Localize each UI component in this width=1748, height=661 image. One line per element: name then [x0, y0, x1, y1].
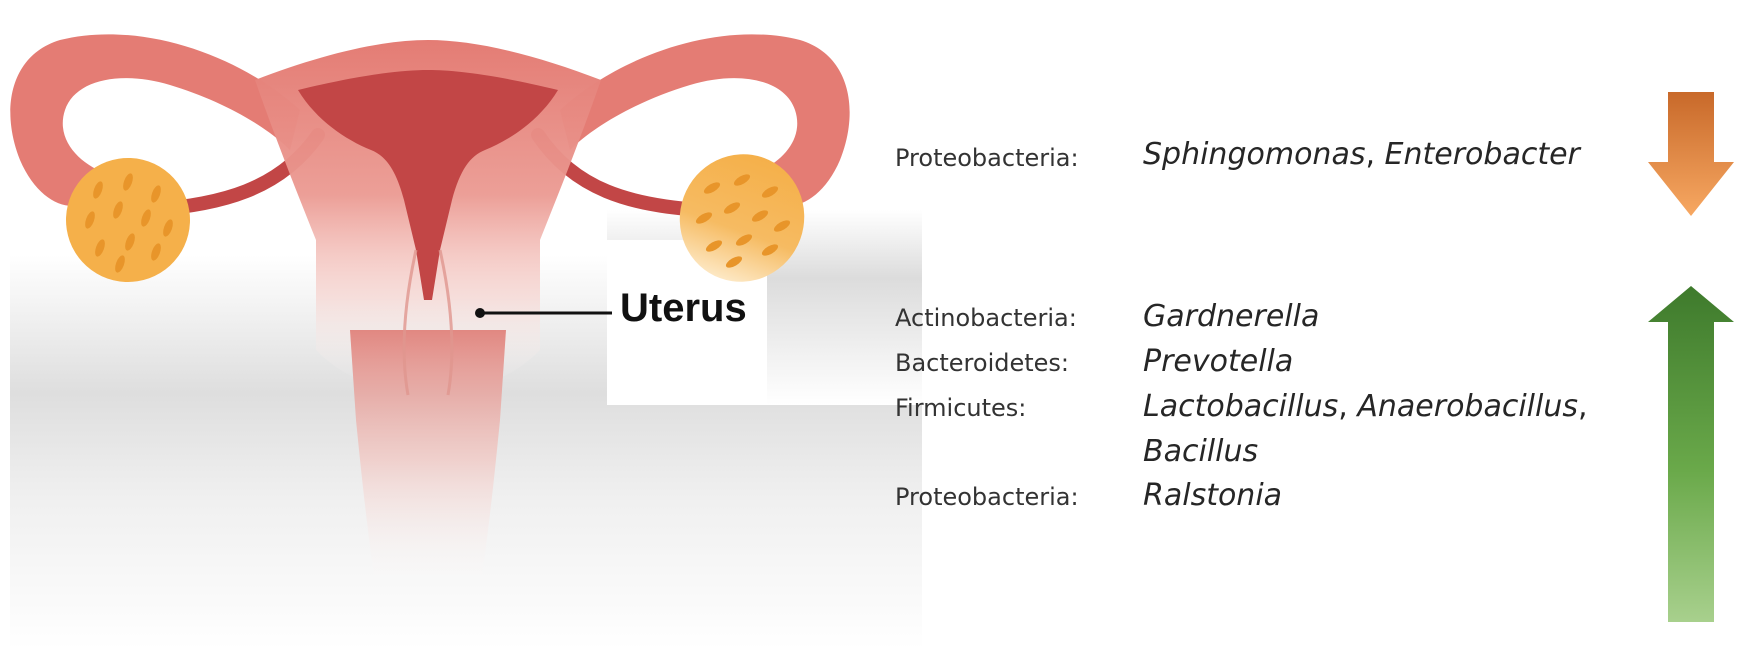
ovary-spot	[761, 244, 779, 256]
ovary-spot	[761, 186, 779, 198]
genus-name: Anaerobacillus	[1357, 389, 1578, 424]
ovary-spot	[123, 173, 133, 191]
ovary-spot	[163, 219, 173, 237]
ovary-spot	[141, 209, 151, 227]
genus-name: Ralstonia	[1143, 478, 1283, 513]
ovary-spot	[751, 210, 769, 222]
genus-name: Gardnerella	[1143, 299, 1320, 334]
ovary-spot	[95, 239, 105, 257]
ovary-spot	[151, 185, 161, 203]
ovary-spot	[85, 211, 95, 229]
phylum-label: Firmicutes:	[895, 394, 1027, 422]
ovary-spot	[733, 174, 751, 186]
genus-name: Prevotella	[1143, 344, 1294, 379]
ovary-spot	[725, 256, 743, 268]
genera-list: Lactobacillus, Anaerobacillus, Bacillus	[1143, 389, 1588, 469]
ovary-spot	[93, 181, 103, 199]
ovary-spot	[735, 234, 753, 246]
ovary-spot	[695, 212, 713, 224]
genus-name: Lactobacillus	[1143, 389, 1339, 424]
genera-list: Prevotella	[1143, 339, 1293, 384]
ovary-spot	[773, 220, 791, 232]
uterus-label: Uterus	[620, 286, 747, 330]
ovary-spot	[723, 202, 741, 214]
phylum-label: Actinobacteria:	[895, 304, 1077, 332]
phylum-label: Proteobacteria:	[895, 483, 1079, 511]
genera-list: Gardnerella	[1143, 294, 1319, 339]
phylum-label: Bacteroidetes:	[895, 349, 1069, 377]
genus-name: Sphingomonas	[1143, 137, 1366, 172]
ovary-spot	[703, 182, 721, 194]
ovary-spot	[115, 255, 125, 273]
decrease-arrow-icon	[1648, 92, 1734, 216]
ovary-spot	[113, 201, 123, 219]
ovary-spot	[125, 233, 135, 251]
phylum-label: Proteobacteria:	[895, 144, 1079, 172]
increase-arrow-icon	[1648, 286, 1734, 622]
genus-name: Bacillus	[1143, 434, 1259, 469]
ovary-spot	[705, 240, 723, 252]
ovary-spot	[151, 243, 161, 261]
genera-list: Ralstonia	[1143, 473, 1282, 518]
genera-list: Sphingomonas, Enterobacter	[1143, 137, 1580, 172]
genus-name: Enterobacter	[1384, 137, 1580, 172]
